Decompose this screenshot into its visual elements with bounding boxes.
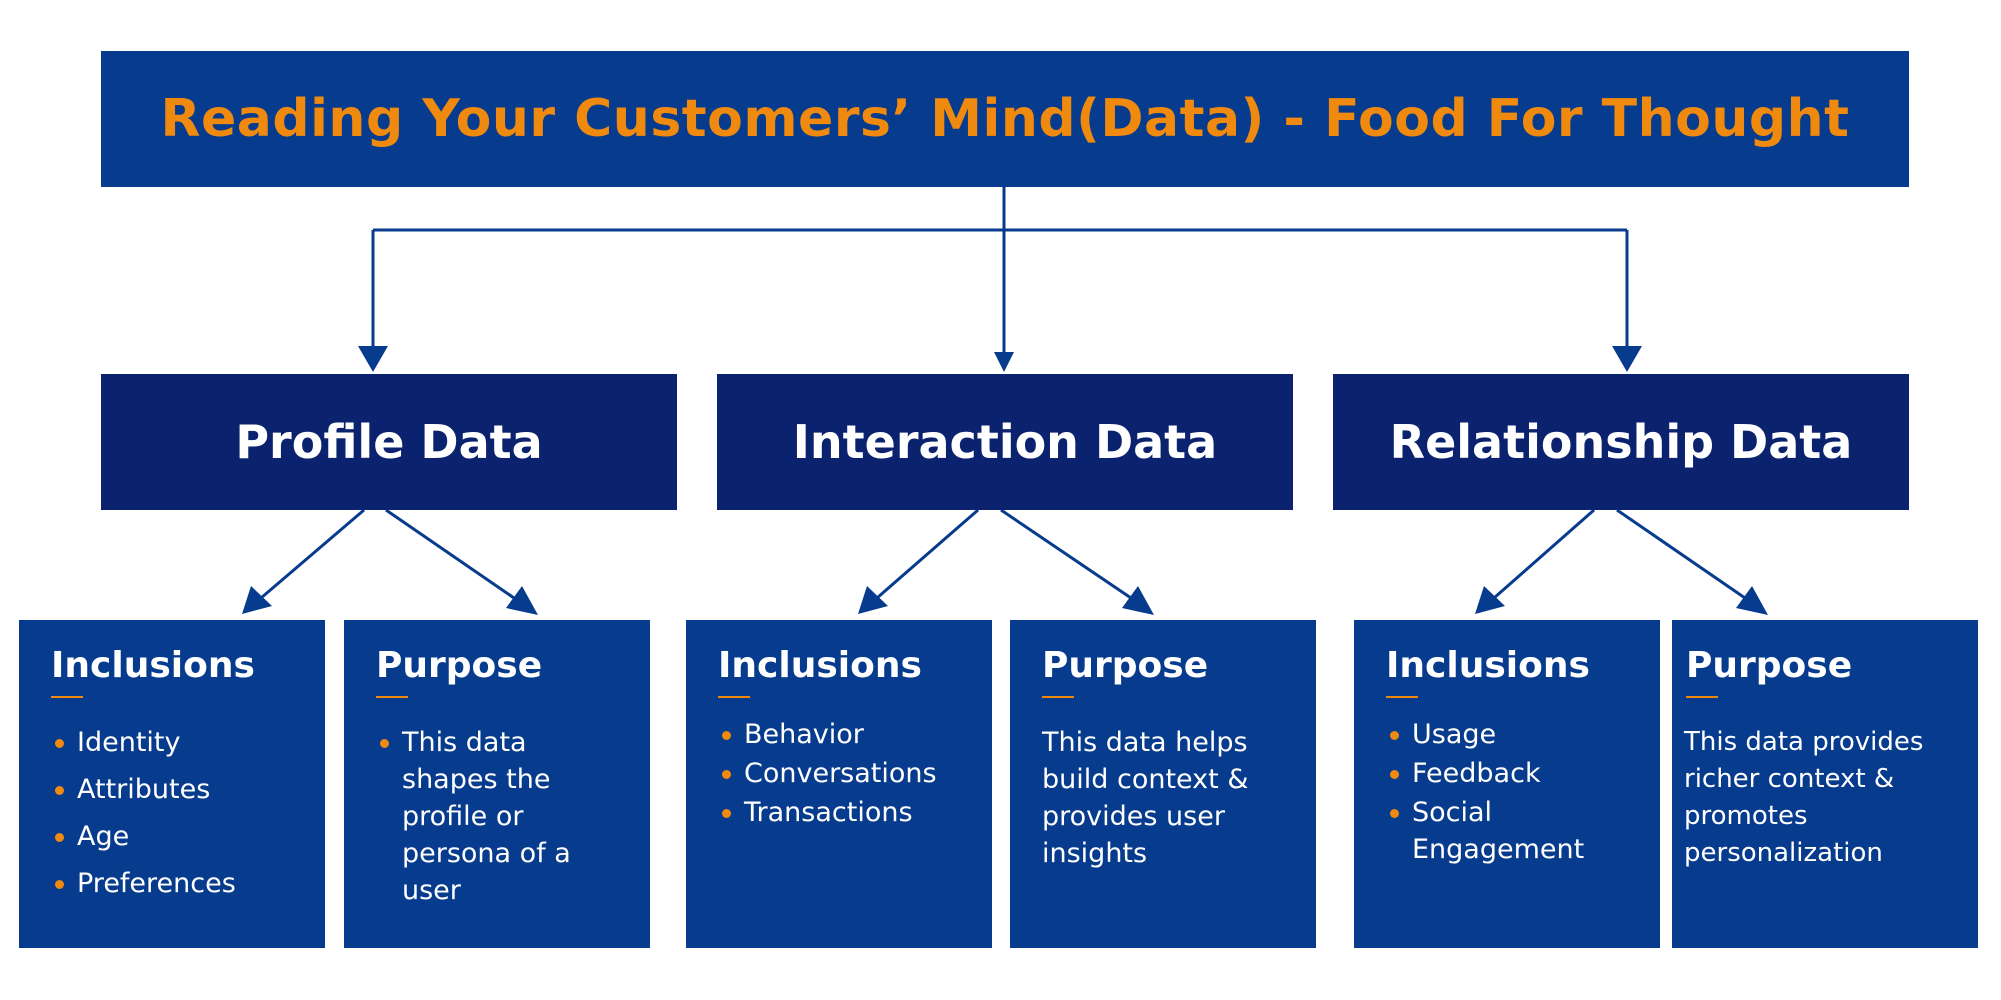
category-title: Profile Data [235,415,543,469]
list-item: Age [51,818,311,855]
category-profile-data: Profile Data [101,374,677,510]
category-relationship-data: Relationship Data [1333,374,1909,510]
inclusions-list: Identity Attributes Age Preferences [51,724,311,902]
purpose-text: This data shapes the profile or persona … [376,724,636,909]
connector-relationship-inclusions [1493,508,1595,600]
heading-underline [1686,695,1718,698]
title-banner: Reading Your Customers’ Mind(Data) - Foo… [101,51,1909,187]
heading-underline [718,695,750,698]
arrowhead-profile [358,346,388,372]
card-heading: Inclusions [51,645,255,686]
connector-interaction-inclusions [876,508,979,600]
arrowhead-relationship-inclusions [1475,586,1505,614]
inclusions-list: Usage Feedback Social Engagement [1386,716,1646,868]
heading-underline [1042,695,1074,698]
card-heading: Purpose [376,645,543,686]
relationship-purpose-card: Purpose This data provides richer contex… [1672,620,1978,948]
category-interaction-data: Interaction Data [717,374,1293,510]
list-item: Feedback [1386,755,1646,792]
arrowhead-interaction-purpose [1122,586,1154,615]
inclusions-list: Behavior Conversations Transactions [718,716,978,831]
profile-inclusions-card: Inclusions Identity Attributes Age Prefe… [19,620,325,948]
card-heading: Inclusions [1386,645,1590,686]
arrowhead-relationship-purpose [1736,586,1768,615]
purpose-text: This data provides richer context & prom… [1684,726,1924,868]
category-title: Relationship Data [1389,415,1853,469]
list-item: Attributes [51,771,311,808]
interaction-purpose-card: Purpose This data helps build context & … [1010,620,1316,948]
connector-profile-inclusions [260,508,365,600]
heading-underline [1386,695,1418,698]
card-heading: Purpose [1686,645,1853,686]
arrowhead-interaction-inclusions [858,586,888,614]
arrowhead-interaction [994,352,1014,372]
heading-underline [51,695,83,698]
list-item: Usage [1386,716,1646,753]
list-item: Preferences [51,865,311,902]
purpose-text: This data helps build context & provides… [1042,726,1249,869]
heading-underline [376,695,408,698]
card-heading: Purpose [1042,645,1209,686]
relationship-inclusions-card: Inclusions Usage Feedback Social Engagem… [1354,620,1660,948]
list-item: Transactions [718,794,978,831]
list-item: Behavior [718,716,978,753]
list-item: Social Engagement [1386,794,1646,868]
arrowhead-relationship [1612,346,1642,372]
connector-profile-purpose [385,508,515,600]
list-item: Conversations [718,755,978,792]
category-title: Interaction Data [792,415,1218,469]
connector-relationship-purpose [1616,508,1746,600]
interaction-inclusions-card: Inclusions Behavior Conversations Transa… [686,620,992,948]
arrowhead-profile-inclusions [242,586,272,614]
page-title: Reading Your Customers’ Mind(Data) - Foo… [160,89,1850,149]
card-heading: Inclusions [718,645,922,686]
profile-purpose-card: Purpose This data shapes the profile or … [344,620,650,948]
list-item: Identity [51,724,311,761]
connector-interaction-purpose [1000,508,1132,600]
arrowhead-profile-purpose [506,586,538,615]
